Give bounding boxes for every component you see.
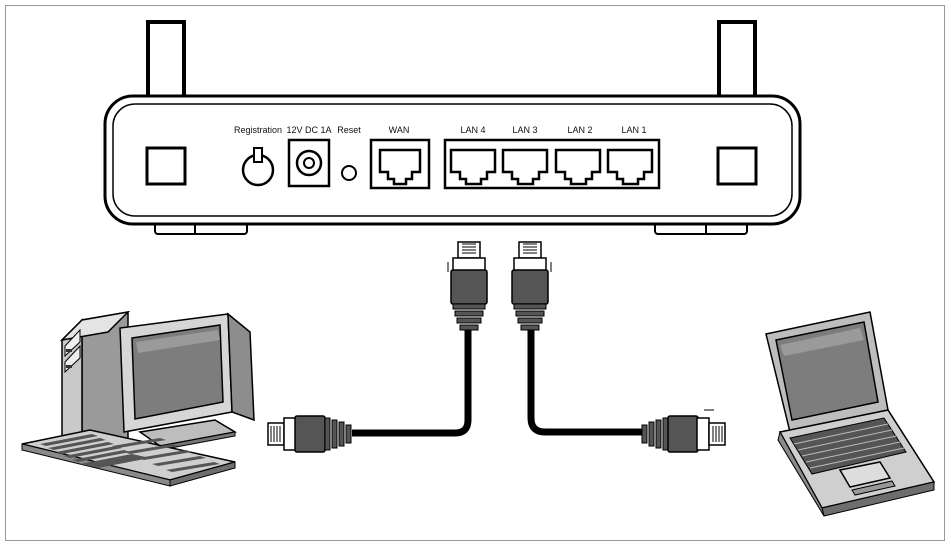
cable-plug-laptop-end bbox=[641, 409, 726, 453]
power-jack bbox=[287, 138, 331, 188]
desktop-computer bbox=[21, 310, 255, 487]
diagram-frame bbox=[5, 5, 945, 541]
desktop-monitor bbox=[119, 312, 255, 451]
laptop-computer bbox=[765, 311, 936, 517]
reset-hole bbox=[341, 165, 357, 181]
cable-plug-desktop-end bbox=[267, 415, 352, 453]
lan4-port bbox=[449, 148, 497, 186]
desktop-keyboard bbox=[21, 429, 236, 487]
wan-label: WAN bbox=[389, 125, 410, 135]
router: Registration 12V DC 1A Reset WAN LAN 4 L… bbox=[103, 20, 802, 235]
desktop-tower bbox=[59, 310, 131, 451]
registration-button bbox=[241, 147, 275, 187]
ethernet-cable-to-desktop bbox=[267, 241, 488, 453]
registration-label: Registration bbox=[234, 125, 282, 135]
wan-port bbox=[369, 138, 431, 190]
lan1-port bbox=[606, 148, 654, 186]
lan3-label: LAN 3 bbox=[512, 125, 537, 135]
lan3-port bbox=[501, 148, 549, 186]
lan2-port bbox=[554, 148, 602, 186]
lan-ports bbox=[443, 138, 661, 190]
lan4-label: LAN 4 bbox=[460, 125, 485, 135]
cable-plug-top-right bbox=[511, 241, 552, 331]
lan1-label: LAN 1 bbox=[621, 125, 646, 135]
power-label: 12V DC 1A bbox=[286, 125, 331, 135]
lan2-label: LAN 2 bbox=[567, 125, 592, 135]
cable-plug-top-left bbox=[447, 241, 488, 331]
reset-label: Reset bbox=[337, 125, 361, 135]
laptop-touchpad bbox=[838, 461, 892, 488]
ethernet-cable-to-laptop bbox=[511, 241, 726, 453]
